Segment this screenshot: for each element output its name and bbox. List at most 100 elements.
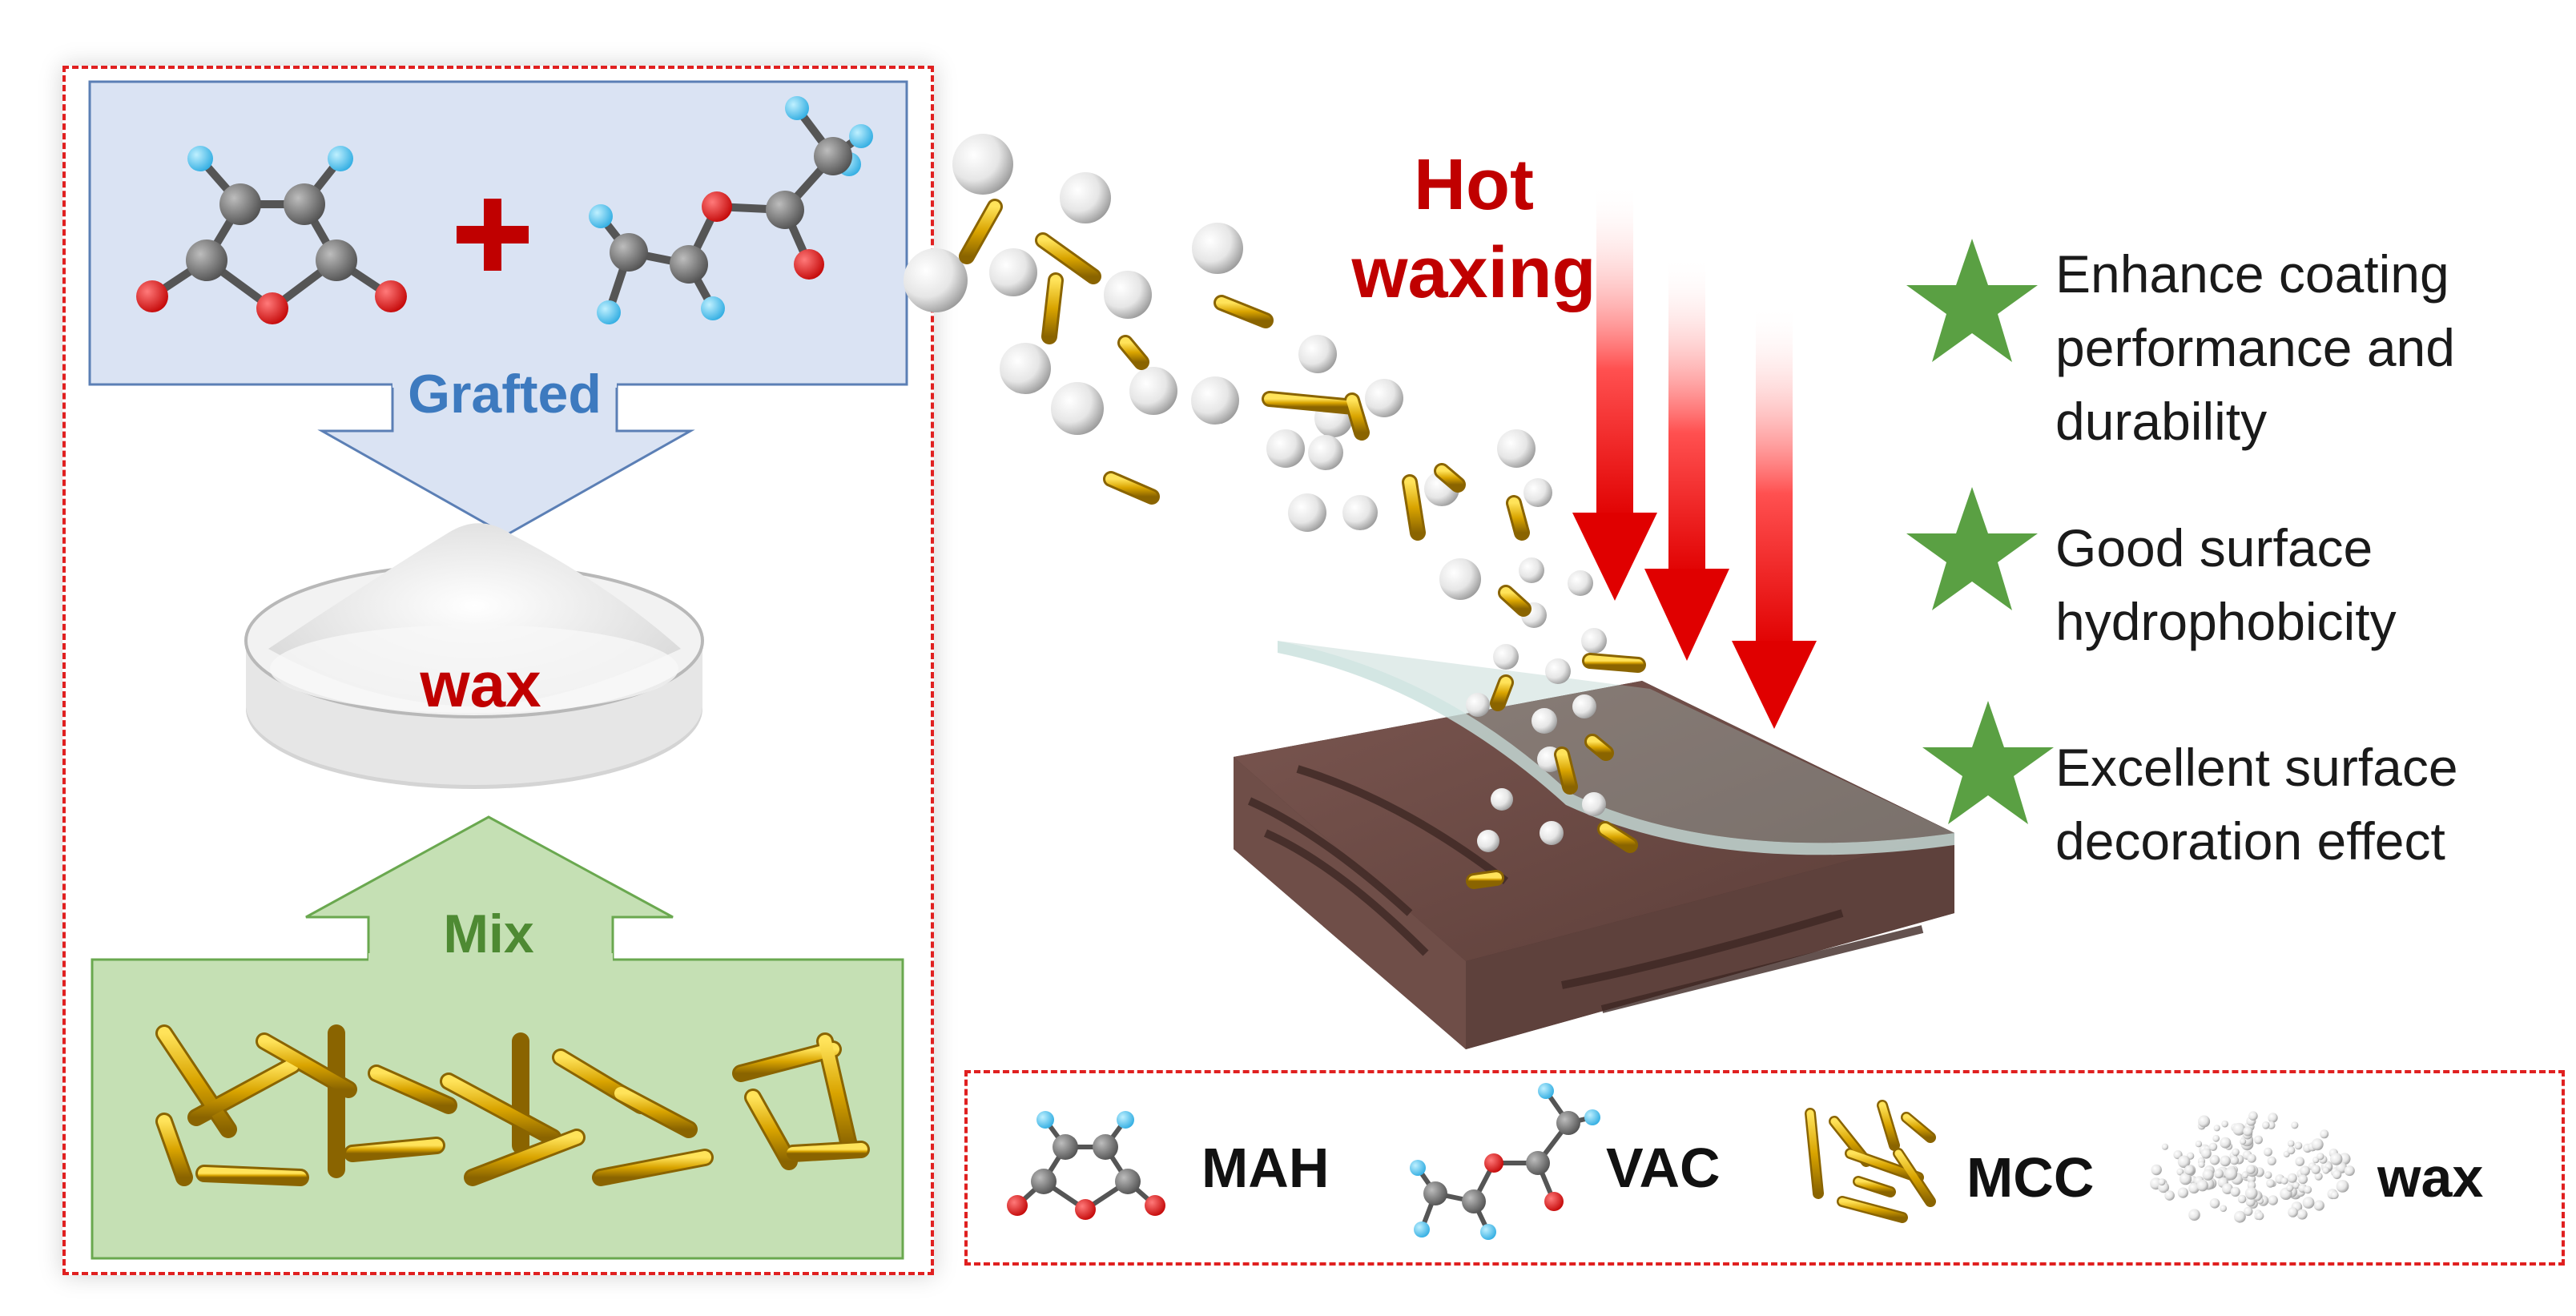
hot-waxing-line-1: Hot (1414, 145, 1534, 225)
wax-particle (2294, 1141, 2303, 1150)
wax-particle (2184, 1165, 2195, 1176)
wax-spray-spheres (904, 134, 1607, 852)
wax-particle (2244, 1187, 2258, 1200)
wax-powder-dish (244, 523, 704, 789)
wax-particle (2314, 1172, 2323, 1181)
wax-particle (2241, 1171, 2249, 1179)
mcc-rods-icon (155, 1024, 870, 1186)
wax-particle (2304, 1185, 2312, 1194)
wax-particle (2179, 1173, 2192, 1185)
wax-particle (2177, 1187, 2188, 1198)
wax-particle (2248, 1111, 2258, 1121)
wax-particle (2311, 1165, 2320, 1174)
wax-particle (2268, 1113, 2278, 1123)
grafted-arrow-joint (392, 376, 617, 388)
wax-particle (2243, 1126, 2253, 1137)
wax-particle (2176, 1168, 2184, 1176)
wax-particle (2262, 1121, 2270, 1129)
wax-particle (2256, 1211, 2264, 1221)
wax-particle (2221, 1183, 2233, 1194)
wax-particle (2177, 1155, 2191, 1169)
legend-mcc-rods-icon (1805, 1100, 1936, 1223)
wax-particle (2213, 1125, 2220, 1132)
wax-particle (2244, 1206, 2253, 1217)
wax-particle (2196, 1180, 2208, 1192)
legend-vac-label: VAC (1606, 1137, 1721, 1199)
wax-particle (2268, 1195, 2278, 1205)
wax-particle (2298, 1174, 2308, 1185)
wax-particle (2286, 1184, 2294, 1192)
wax-particle (2202, 1169, 2214, 1181)
legend-panel (964, 1070, 2565, 1266)
legend-mcc-label: MCC (1966, 1146, 2095, 1209)
wax-particle (2332, 1169, 2342, 1180)
wax-particle (2195, 1141, 2203, 1148)
wax-particle (2316, 1153, 2324, 1161)
wax-particle (2296, 1209, 2308, 1220)
benefit-2-line-2: hydrophobicity (2055, 592, 2397, 651)
wax-particle (2287, 1146, 2296, 1155)
mcc-spray-rods (959, 199, 1646, 889)
hot-waxing-title: Hot waxing (1322, 141, 1626, 317)
wax-particle (2161, 1143, 2168, 1150)
wax-particle (2212, 1134, 2220, 1142)
wax-particle (2188, 1209, 2200, 1221)
wax-particle (2287, 1140, 2295, 1147)
wax-particle (2198, 1161, 2205, 1168)
wood-substrate (1234, 641, 1954, 1049)
wax-particle (2336, 1180, 2349, 1193)
wax-particle (2198, 1115, 2211, 1128)
wax-particle (2220, 1205, 2227, 1212)
wax-particle (2164, 1190, 2175, 1201)
plus-icon (457, 199, 529, 271)
wax-particle (2237, 1194, 2247, 1204)
wax-particle (2158, 1178, 2166, 1186)
benefit-2: Good surface hydrophobicity (2055, 511, 2397, 658)
legend-wax-label: wax (2377, 1146, 2484, 1209)
wax-particle (2292, 1181, 2300, 1189)
wax-particle (2209, 1198, 2220, 1209)
legend-wax-particles-icon (2150, 1111, 2355, 1223)
wax-particle (2344, 1165, 2355, 1177)
grafted-label: Grafted (408, 364, 602, 425)
wax-particle (2295, 1157, 2304, 1166)
grafted-arrow (317, 383, 695, 537)
wax-particle (2232, 1122, 2246, 1136)
wax-particle (2221, 1120, 2228, 1128)
wax-particle (2246, 1165, 2256, 1174)
wax-particle (2330, 1153, 2343, 1165)
benefit-1-line-3: durability (2055, 392, 2268, 451)
wax-particle (2220, 1155, 2231, 1167)
wax-particle (2188, 1182, 2200, 1194)
wax-particle (2230, 1186, 2240, 1197)
wax-particle (2300, 1165, 2310, 1176)
wax-particle (2302, 1197, 2315, 1209)
wax-particle (2322, 1166, 2330, 1174)
wax-particle (2214, 1169, 2224, 1179)
wax-particle (2151, 1164, 2162, 1176)
wax-particle (2247, 1153, 2256, 1163)
wax-particle (2287, 1173, 2297, 1183)
wax-particle (2280, 1177, 2288, 1185)
wax-particle (2224, 1167, 2238, 1181)
wax-label: wax (420, 649, 541, 720)
wax-particle (2267, 1156, 2276, 1165)
wax-particle (2266, 1179, 2275, 1188)
benefit-1: Enhance coating performance and durabili… (2055, 237, 2455, 458)
mah-molecule-icon (136, 146, 407, 324)
benefit-1-line-2: performance and (2055, 318, 2455, 377)
wax-particle (2330, 1191, 2339, 1200)
wax-particle (2240, 1138, 2247, 1145)
mix-arrow-joint (368, 953, 613, 964)
wax-particle (2232, 1148, 2240, 1157)
wax-particle (2291, 1121, 2299, 1129)
wax-particle (2254, 1135, 2263, 1145)
wax-particle (2245, 1197, 2256, 1207)
wax-particle (2311, 1138, 2324, 1151)
legend-mah-label: MAH (1201, 1137, 1330, 1199)
mix-label: Mix (443, 903, 534, 964)
wax-particle (2264, 1147, 2272, 1157)
hot-waxing-line-2: waxing (1351, 233, 1596, 313)
wax-particle (2208, 1142, 2218, 1152)
star-icon (1906, 239, 2054, 824)
